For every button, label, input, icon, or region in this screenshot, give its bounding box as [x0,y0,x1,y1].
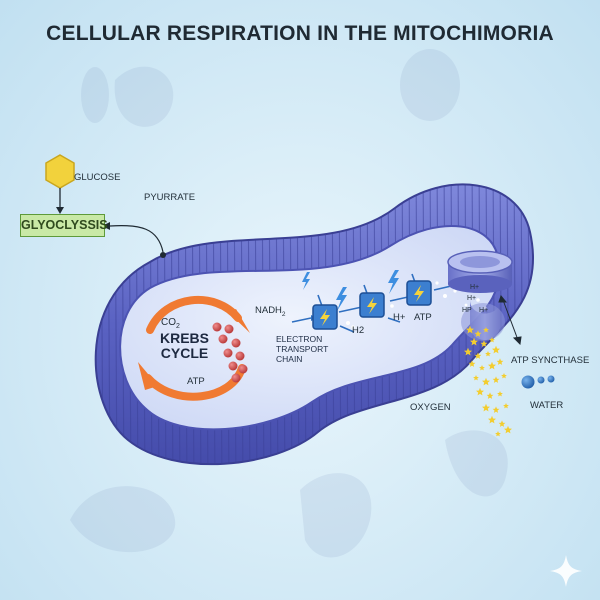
hplus-label: H+ [393,312,406,323]
nadh-label: NADH2 [255,305,286,318]
oxygen-star-icon [492,345,500,354]
co2-label: CO2 [161,317,180,330]
hplus-c-label: H+ [479,307,489,314]
etc-protein-3 [406,280,432,306]
etc-protein-2 [359,292,385,318]
h2-label: H2 [352,325,365,336]
krebs-arrowhead-bottom [138,362,158,390]
crista-stripe [520,184,524,465]
oxygen-star-icon [492,376,500,383]
oxygen-label: OXYGEN [410,402,451,413]
etc-label-line-3: CHAIN [276,354,303,364]
water-molecules [521,375,555,389]
etc-label-line-1: ELECTRON [276,334,323,344]
glucose-label: GLUCOSE [74,172,121,183]
oxygen-star-icon [501,373,507,379]
oxygen-star-icon [468,360,476,367]
oxygen-star-icon [488,361,496,370]
crista-stripe [535,160,537,490]
oxygen-star-icon [464,347,472,356]
inner-matrix [119,225,501,431]
atp-krebs-label: ATP [187,376,205,387]
oxygen-star-icon [485,351,491,357]
sparkle-icon [550,555,582,587]
oxygen-star-icon [474,352,482,359]
crista-stripe [527,184,531,465]
oxygen-star-icon [504,425,512,434]
oxygen-star-icon [470,337,478,346]
hp-label: HP [462,307,472,314]
glucose-arrowhead [56,207,64,214]
pyruvate-label: PYURRATE [144,192,196,203]
glycolysis-box: GLYOCLYSSIS [20,214,108,237]
oxygen-stars [464,325,512,437]
oxygen-star-icon [503,403,509,409]
oxygen-star-icon [489,337,495,343]
glycolysis-connector [109,224,164,253]
oxygen-star-icon [498,420,506,427]
glycolysis-arrowhead [102,222,110,230]
etc-protein-1 [312,304,338,330]
water-label: WATER [530,400,564,411]
atp-chain-label: ATP [414,312,432,323]
oxygen-star-icon [476,387,484,396]
oxygen-star-icon [466,325,474,334]
oxygen-star-icon [483,327,489,333]
hplus-b-label: H+ [467,295,477,302]
oxygen-star-icon [482,377,490,386]
krebs-cycle-arrow-top [146,295,242,334]
page-title: CELLULAR RESPIRATION IN THE MITOCHIMORIA [46,22,554,45]
oxygen-star-icon [473,375,479,381]
oxygen-star-icon [488,415,496,424]
hplus-a-label: H+ [470,284,480,291]
oxygen-star-icon [497,391,503,397]
oxygen-star-icon [474,330,482,337]
atp-synthase-pointer [498,294,522,346]
oxygen-star-icon [486,392,494,399]
atp-synthase-label: ATP SYNCTHASE [511,355,590,366]
lightning-icons [302,270,399,311]
crista-stripe [95,184,97,465]
krebs-molecules [212,322,248,383]
oxygen-star-icon [480,340,488,347]
crista-stripe [542,160,544,490]
oxygen-star-icon [496,358,504,365]
crista-stripe [87,160,89,490]
oxygen-star-icon [492,406,500,413]
krebs-cycle-label: KREBS CYCLE [160,331,209,361]
oxygen-star-icon [479,365,485,371]
oxygen-star-icon [495,431,501,437]
glycolysis-anchor-dot [160,252,166,258]
krebs-label-line-2: CYCLE [160,345,209,361]
crista-stripe [80,160,82,490]
etc-arrows [291,273,461,333]
krebs-label-line-1: KREBS [160,330,210,346]
atp-synthase [447,250,513,341]
etc-label-line-2: TRANSPORT [276,344,329,354]
krebs-arrowhead-top [228,309,250,333]
oxygen-star-icon [482,403,490,412]
glucose-hexagon-icon [45,154,75,189]
background-ghost-shapes [70,49,508,558]
etc-label: ELECTRON TRANSPORT CHAIN [276,334,328,364]
